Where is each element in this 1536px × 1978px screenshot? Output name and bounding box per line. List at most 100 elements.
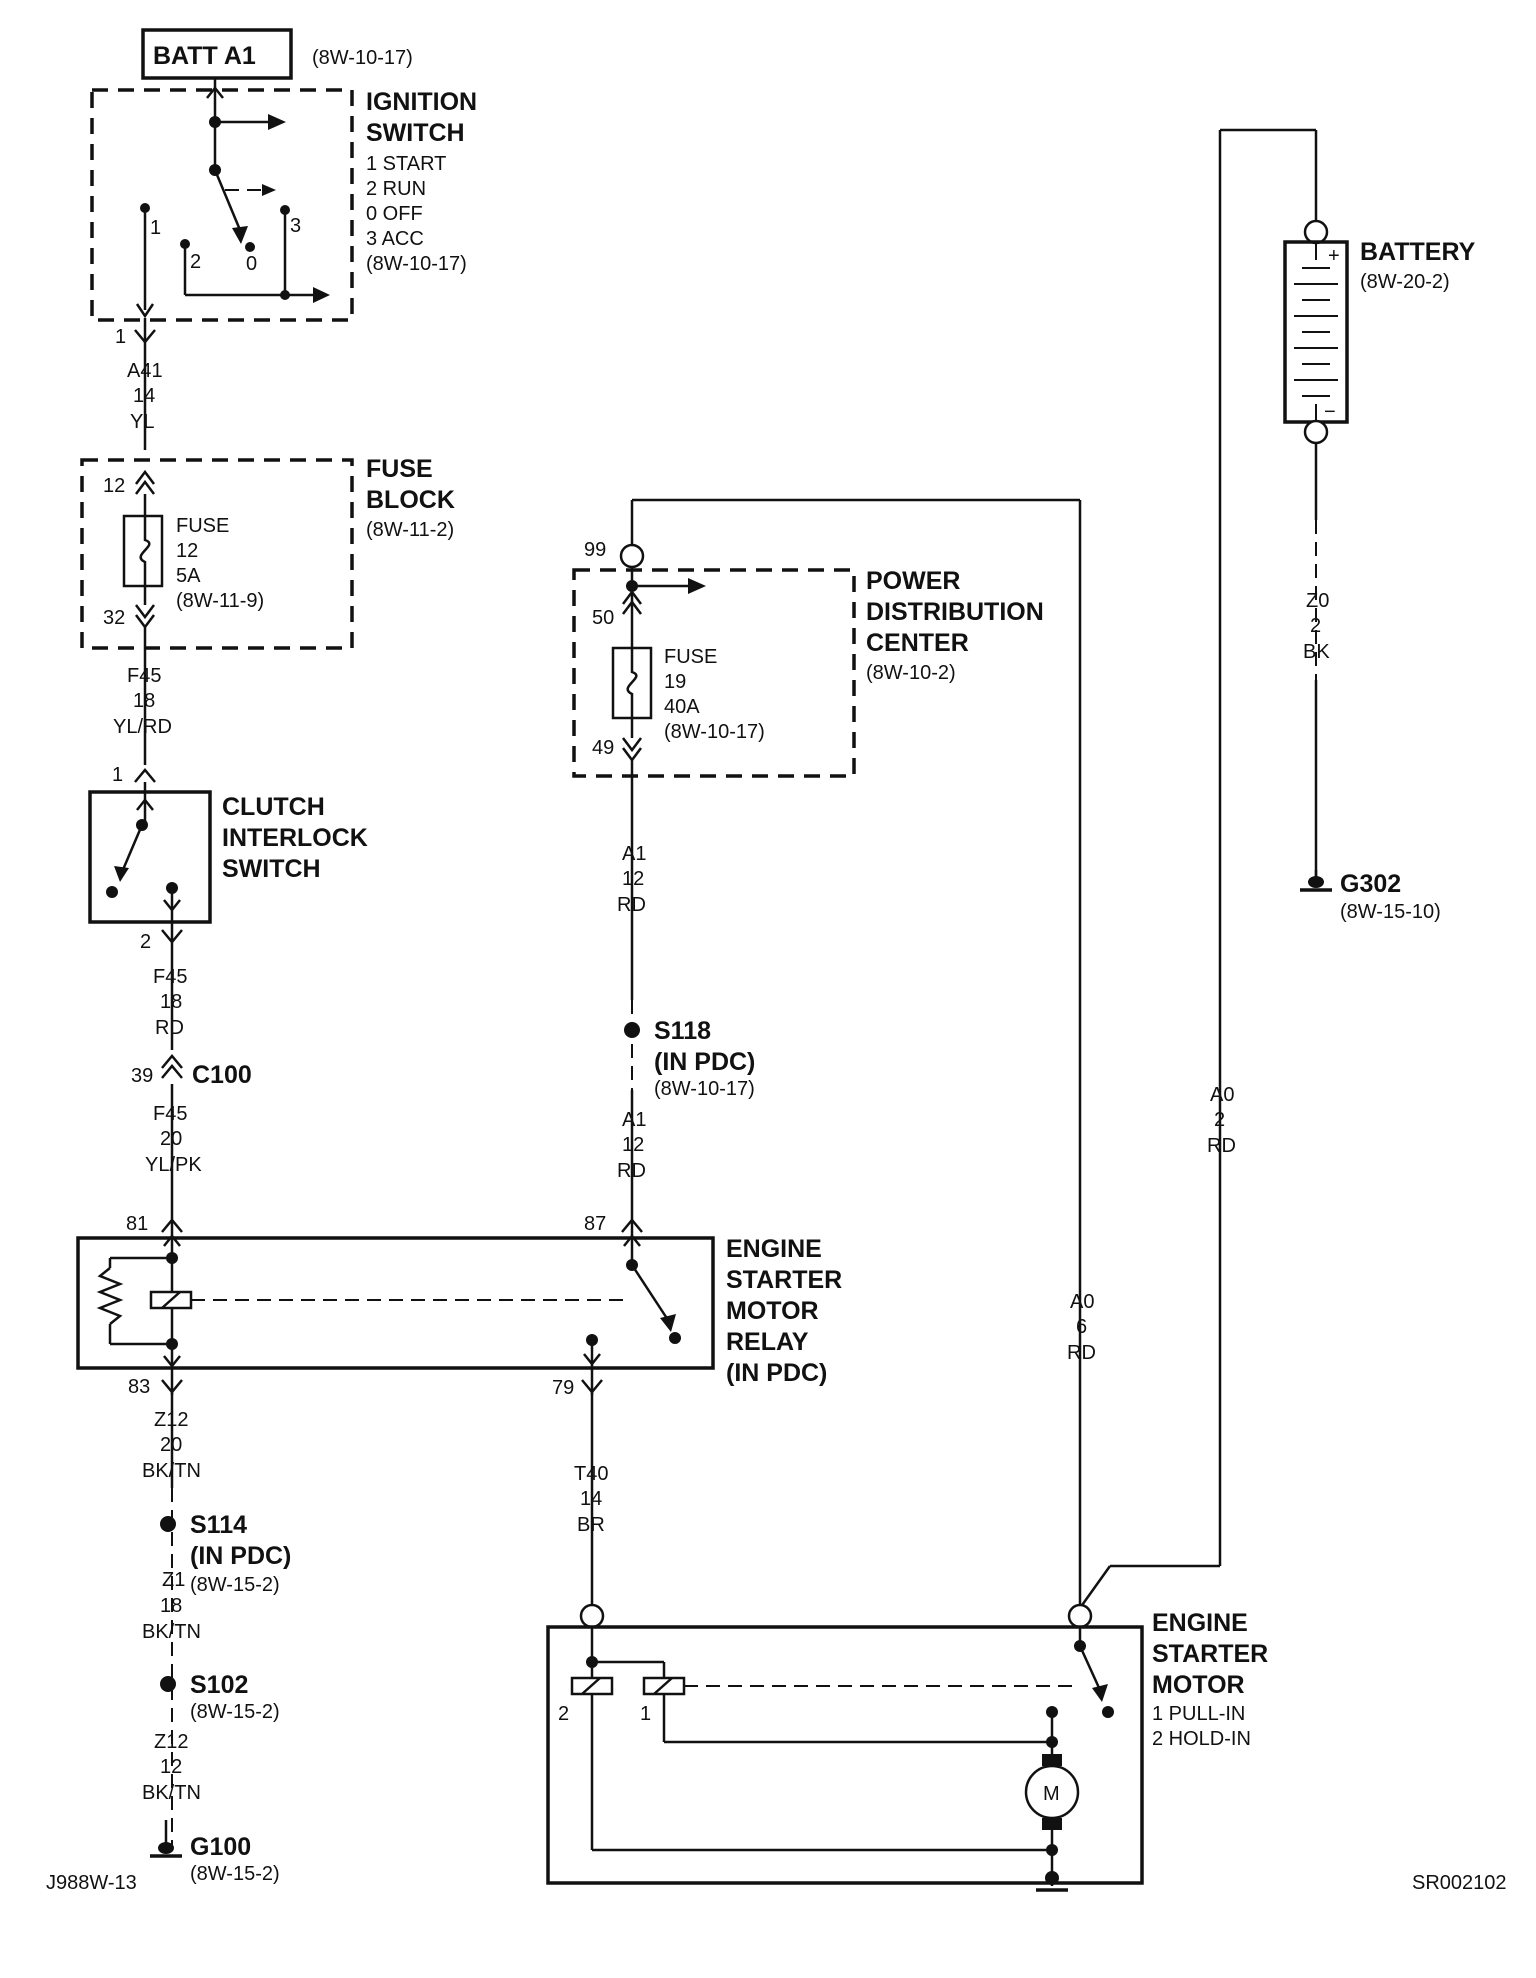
ground-g100-ref: (8W-15-2) [190, 1863, 280, 1885]
relay-pin-79: 79 [552, 1377, 574, 1399]
battery-wires [1078, 128, 1318, 1609]
ignition-switch-title-2: SWITCH [366, 119, 465, 147]
ignition-pos-start: 1 START [366, 153, 446, 175]
wire-z12-2-circuit: Z12 [154, 1731, 188, 1753]
wire-a0-6-gauge: 6 [1076, 1316, 1087, 1338]
pdc-title-3: CENTER [866, 629, 969, 657]
wire-f45-3-gauge: 20 [160, 1128, 182, 1150]
wire-t40-circuit: T40 [574, 1463, 608, 1485]
wire-z1-ref: (8W-15-2) [190, 1574, 280, 1596]
ground-g100-icon [150, 1820, 182, 1858]
wire-f45-2-gauge: 18 [160, 991, 182, 1013]
fuse-block-pin-out: 32 [103, 607, 125, 629]
wire-f45-2-color: RD [155, 1017, 184, 1039]
splice-s118-note: (IN PDC) [654, 1048, 755, 1076]
wire-a41-circuit: A41 [127, 360, 163, 382]
starter-terminal-battery [1067, 1603, 1093, 1629]
wire-f45-3-circuit: F45 [153, 1103, 187, 1125]
battery-terminal-negative [1303, 419, 1329, 445]
c100-pin: 39 [131, 1065, 153, 1087]
wire-a41-gauge: 14 [133, 385, 155, 407]
pdc-outline [572, 568, 856, 778]
relay-title-5: (IN PDC) [726, 1359, 827, 1387]
ignition-contact-2: 2 [190, 251, 201, 273]
c100-connector [160, 1050, 184, 1084]
wire-z12-2-color: BK/TN [142, 1782, 201, 1804]
ground-g302-id: G302 [1340, 870, 1401, 898]
starter-motor-symbol: M [1043, 1783, 1060, 1805]
fuse-block-pin-in: 12 [103, 475, 125, 497]
splice-s102-id: S102 [190, 1671, 248, 1699]
footer-left-code: J988W-13 [46, 1872, 137, 1894]
starter-motor-armature [1024, 1706, 1080, 1892]
fuse-12-line-1: FUSE [176, 515, 229, 537]
relay-coil-circuit [96, 1218, 630, 1395]
wire-a1-1-circuit: A1 [622, 843, 646, 865]
relay-title-1: ENGINE [726, 1235, 822, 1263]
starter-coil-pull-in: 1 PULL-IN [1152, 1703, 1245, 1725]
fuse-block-outline [80, 458, 354, 650]
splice-s114-dot [160, 1516, 176, 1532]
pdc-terminal-99 [619, 543, 645, 569]
splice-s102-dot [160, 1676, 176, 1692]
starter-coil-hold-in: 2 HOLD-IN [1152, 1728, 1251, 1750]
c100-label: C100 [192, 1061, 252, 1089]
starter-motor-box [546, 1625, 1144, 1885]
ignition-connector-pin: 1 [115, 326, 126, 348]
splice-s118-ref: (8W-10-17) [654, 1078, 755, 1100]
clutch-switch-box [88, 790, 212, 924]
ignition-contact-1: 1 [150, 217, 161, 239]
starter-title-3: MOTOR [1152, 1671, 1245, 1699]
fuse-block-title-2: BLOCK [366, 486, 455, 514]
wire-z0-gauge: 2 [1310, 615, 1321, 637]
relay-title-4: RELAY [726, 1328, 809, 1356]
ignition-connector-1 [134, 318, 156, 450]
clutch-title-2: INTERLOCK [222, 824, 368, 852]
starter-terminal-t40 [579, 1603, 605, 1629]
wire-z1-circuit: Z1 [162, 1569, 185, 1591]
wire-z0-circuit: Z0 [1306, 590, 1329, 612]
clutch-title-1: CLUTCH [222, 793, 325, 821]
wire-f45-2-circuit: F45 [153, 966, 187, 988]
wire-a1-1-gauge: 12 [622, 868, 644, 890]
starter-contacts [1074, 1627, 1114, 1718]
battery-plus-sign: + [1328, 245, 1340, 267]
ignition-switch-outline [90, 88, 354, 322]
wire-z12-1-gauge: 20 [160, 1434, 182, 1456]
wire-a0-6-color: RD [1067, 1342, 1096, 1364]
battery-cells [1294, 242, 1338, 422]
clutch-connector-in [134, 768, 156, 783]
battery-terminal-positive [1303, 219, 1329, 245]
ignition-switch-title-1: IGNITION [366, 88, 477, 116]
ignition-contact-0: 0 [246, 253, 257, 275]
splice-s118-id: S118 [654, 1017, 711, 1045]
fuse-block-title-1: FUSE [366, 455, 433, 483]
wire-f45-1-circuit: F45 [127, 665, 161, 687]
wire-a1-1-color: RD [617, 894, 646, 916]
batt-a1-label: BATT A1 [153, 42, 256, 70]
wire-a0-6-circuit: A0 [1070, 1291, 1094, 1313]
battery-title: BATTERY [1360, 238, 1476, 266]
pdc-ref: (8W-10-2) [866, 662, 956, 684]
wire-a0-2-color: RD [1207, 1135, 1236, 1157]
ignition-contact-3: 3 [290, 215, 301, 237]
wire-a41-color: YL [130, 411, 154, 433]
starter-coil-1: 1 [640, 1703, 651, 1725]
ignition-ref: (8W-10-17) [366, 253, 467, 275]
starter-solenoid-coils [570, 1627, 1080, 1852]
wire-z12-1-circuit: Z12 [154, 1409, 188, 1431]
ignition-pos-off: 0 OFF [366, 203, 423, 225]
battery-minus-sign: − [1324, 401, 1336, 423]
fuse-block-ref: (8W-11-2) [366, 519, 454, 541]
pdc-feed-wire [630, 498, 1082, 1610]
pdc-pin-in: 50 [592, 607, 614, 629]
relay-title-3: MOTOR [726, 1297, 819, 1325]
clutch-switch-contacts [106, 782, 183, 960]
clutch-pin-out: 2 [140, 931, 151, 953]
wire-a0-2-gauge: 2 [1214, 1109, 1225, 1131]
wire-z1-gauge: 18 [160, 1595, 182, 1617]
relay-box [76, 1236, 715, 1370]
ignition-pos-acc: 3 ACC [366, 228, 424, 250]
pdc-pin-99: 99 [584, 539, 606, 561]
